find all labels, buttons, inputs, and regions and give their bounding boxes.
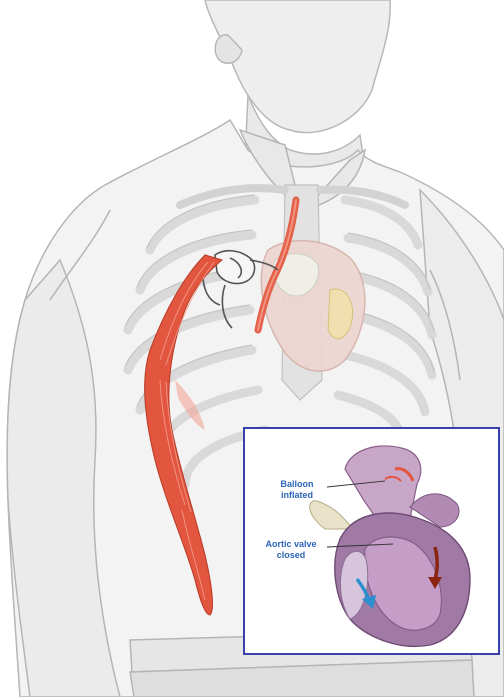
- callout-valve-line1: Aortic valve: [253, 539, 329, 550]
- callout-aortic-valve-closed: Aortic valve closed: [253, 539, 329, 561]
- callout-valve-line2: closed: [253, 550, 329, 561]
- callout-balloon-inflated: Balloon inflated: [265, 479, 329, 501]
- heart-inset-panel: Balloon inflated Aortic valve closed: [243, 427, 500, 655]
- aortic-arch: [345, 446, 421, 524]
- callout-balloon-line2: inflated: [265, 490, 329, 501]
- callout-balloon-line1: Balloon: [265, 479, 329, 490]
